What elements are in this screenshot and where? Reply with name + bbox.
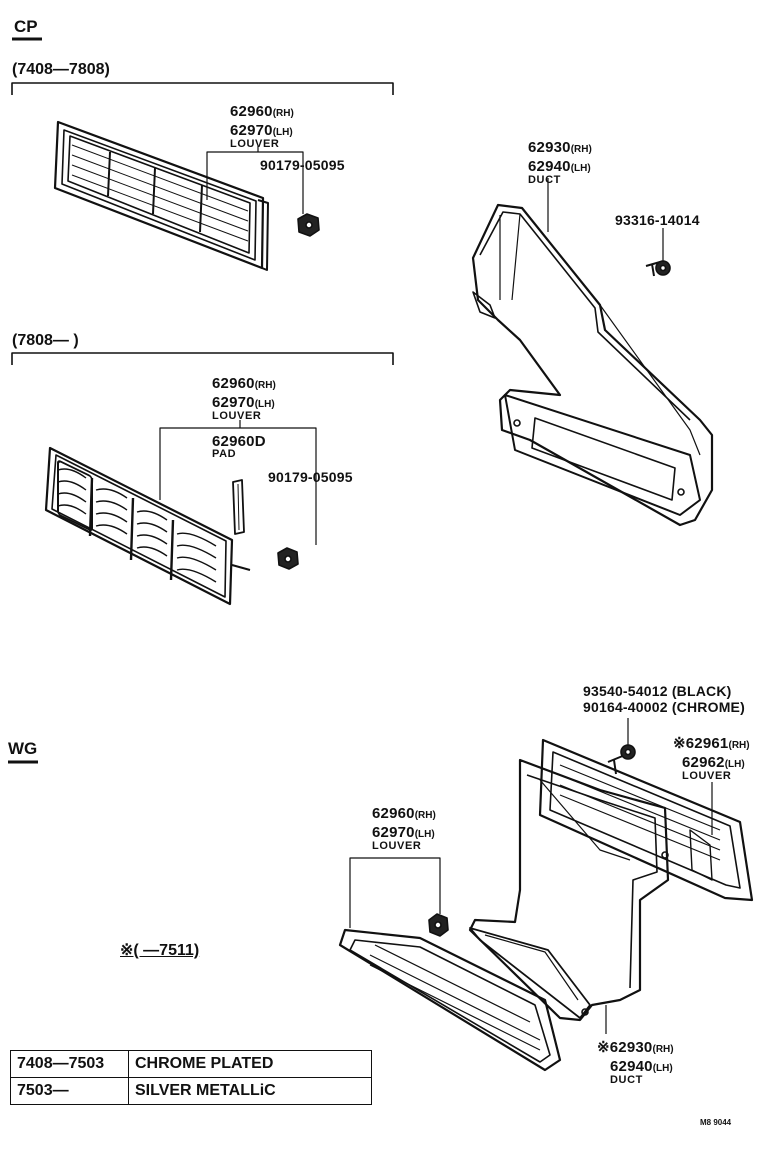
duct-wg: [468, 758, 670, 1022]
legend-desc: SILVER METALLiC: [128, 1077, 372, 1105]
screw-wg: [607, 744, 636, 775]
callout-louver-cp-late: 62960(RH) 62970(LH) LOUVER: [212, 375, 276, 422]
pad-cp-late: [232, 479, 245, 535]
range-label-2: (7808— ): [12, 332, 79, 349]
figure-code: M8 9044: [700, 1118, 732, 1127]
nut-cp-early: [297, 213, 320, 237]
legend-code: 7408—7503: [10, 1050, 129, 1078]
callout-louver-cp-early: 62960(RH) 62970(LH) LOUVER: [230, 103, 294, 150]
callout-louver-wg-left: 62960(RH) 62970(LH) LOUVER: [372, 805, 436, 852]
callout-louver-wg-right: ※62961(RH) 62962(LH) LOUVER: [673, 735, 750, 782]
finish-legend-table: 7408—7503 CHROME PLATED 7503— SILVER MET…: [10, 1050, 372, 1105]
callout-pad: 62960D PAD: [212, 433, 266, 460]
callout-screw-cp: 93316-14014: [615, 212, 700, 228]
louver-wg-right: [538, 738, 754, 902]
legend-row: 7503— SILVER METALLiC: [10, 1077, 372, 1105]
callout-screw-wg-chrome: 90164-40002 (CHROME): [583, 699, 745, 715]
duct-cp: [471, 203, 714, 527]
section-title-wg: WG: [8, 739, 38, 758]
legend-row: 7408—7503 CHROME PLATED: [10, 1050, 372, 1078]
nut-wg: [428, 913, 449, 937]
note-label: ※( —7511): [120, 942, 200, 959]
legend-code: 7503—: [10, 1077, 129, 1105]
section-title-cp: CP: [14, 17, 38, 36]
callout-screw-wg-black: 93540-54012 (BLACK): [583, 683, 732, 699]
range-bracket-2: [11, 352, 394, 365]
louver-wg-left: [338, 928, 562, 1072]
legend-desc: CHROME PLATED: [128, 1050, 372, 1078]
range-bracket-1: [11, 82, 394, 95]
callout-nut-cp-late: 90179-05095: [268, 469, 353, 485]
callout-duct-cp: 62930(RH) 62940(LH) DUCT: [528, 139, 592, 186]
louver-cp-early: [53, 120, 269, 271]
callout-nut-cp-early: 90179-05095: [260, 157, 345, 173]
screw-cp: [645, 260, 671, 277]
louver-cp-late: [44, 446, 251, 606]
callout-duct-wg: ※62930(RH) 62940(LH) DUCT: [597, 1039, 674, 1086]
range-label-1: (7408—7808): [12, 61, 110, 78]
nut-cp-late: [277, 547, 299, 570]
